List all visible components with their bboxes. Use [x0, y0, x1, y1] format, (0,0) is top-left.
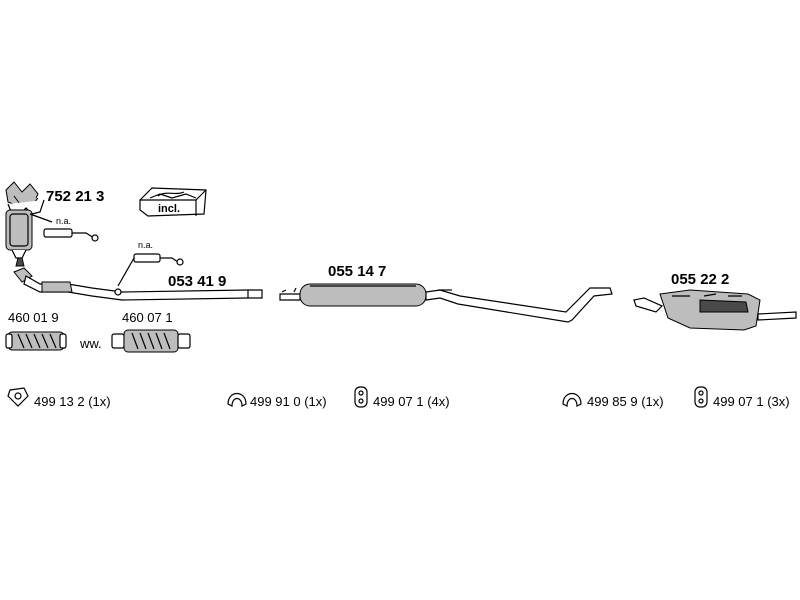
- flex-pipe-1: [5, 331, 67, 351]
- fitting-5: 499 07 1 (3x): [694, 386, 790, 409]
- fitting-label: 499 13 2 (1x): [34, 394, 111, 409]
- part-number-flex-2: 460 07 1: [122, 310, 173, 325]
- fitting-1: 499 13 2 (1x): [7, 387, 111, 409]
- lambda-sensor-1: n.a.: [43, 216, 99, 242]
- rubber-hanger-icon: [694, 386, 708, 408]
- clamp-icon: [562, 392, 582, 407]
- fitting-3: 499 07 1 (4x): [354, 386, 450, 409]
- fitting-2: 499 91 0 (1x): [227, 392, 327, 409]
- part-number-front-pipe: 053 41 9: [168, 273, 226, 290]
- part-number-rear-silencer: 055 22 2: [671, 271, 729, 288]
- fitting-label: 499 07 1 (3x): [713, 394, 790, 409]
- ww-label: ww.: [79, 336, 102, 351]
- rear-silencer: [633, 289, 797, 331]
- manifold-catalytic-converter: [5, 181, 53, 267]
- part-number-middle-silencer: 055 14 7: [328, 263, 386, 280]
- rubber-hanger-icon: [354, 386, 368, 408]
- incl-label: incl.: [158, 203, 180, 215]
- part-number-flex-1: 460 01 9: [8, 310, 59, 325]
- fitting-label: 499 07 1 (4x): [373, 394, 450, 409]
- lambda-sensor-2: n.a.: [117, 240, 184, 287]
- included-items-box: incl.: [139, 187, 207, 217]
- fitting-label: 499 85 9 (1x): [587, 394, 664, 409]
- part-number-manifold-cat: 752 21 3: [46, 188, 104, 205]
- na-label-2: n.a.: [138, 240, 153, 250]
- na-label-1: n.a.: [56, 216, 71, 226]
- flex-pipe-2: [111, 329, 191, 353]
- clamp-icon: [227, 392, 247, 407]
- middle-silencer: [279, 283, 613, 323]
- fitting-4: 499 85 9 (1x): [562, 392, 664, 409]
- fitting-label: 499 91 0 (1x): [250, 394, 327, 409]
- gasket-icon: [7, 387, 29, 407]
- front-pipe: [13, 267, 263, 301]
